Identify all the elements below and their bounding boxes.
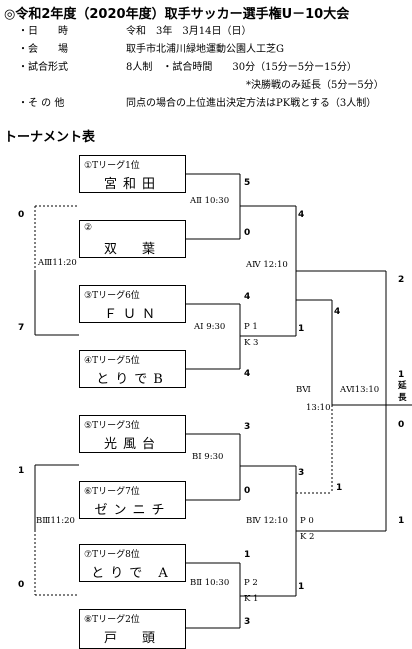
match-label-b3: BⅢ11:20 bbox=[36, 516, 75, 526]
team-rank: ⑤Tリーグ3位 bbox=[84, 421, 140, 431]
match-label-b4-k: K 2 bbox=[300, 532, 315, 542]
info-key: ・日 時 bbox=[18, 26, 68, 37]
score-b3-bottom: 0 bbox=[18, 580, 25, 590]
final-extension-label: 延長 bbox=[398, 381, 407, 403]
score-a2-winner: 4 bbox=[298, 210, 305, 220]
info-value: 取手市北浦川緑地運動公園人工芝G bbox=[126, 44, 284, 55]
team-rank: ④Tリーグ5位 bbox=[84, 356, 140, 366]
score-a3-top: 0 bbox=[18, 210, 25, 220]
team-name: ゼンニチ bbox=[94, 503, 171, 518]
team-box-7: ⑦Tリーグ8位 とりで A bbox=[79, 544, 186, 582]
match-label-a3: AⅢ11:20 bbox=[38, 258, 77, 268]
section-title: トーナメント表 bbox=[4, 130, 96, 145]
match-label-b2-k: K 1 bbox=[244, 594, 259, 604]
team-rank: ⑦Tリーグ8位 bbox=[84, 550, 140, 560]
score-a3-bottom: 7 bbox=[18, 323, 25, 333]
team-name: とりでB bbox=[96, 372, 169, 387]
info-value: 同点の場合の上位進出決定方法はPK戦とする（3人制） bbox=[126, 98, 377, 109]
team-box-6: ⑥Tリーグ7位 ゼンニチ bbox=[79, 481, 186, 519]
score-team-2: 0 bbox=[244, 228, 251, 238]
match-label-a1-k: K 3 bbox=[244, 338, 259, 348]
team-box-8: ⑧Tリーグ2位 戸 頭 bbox=[79, 609, 186, 649]
team-box-3: ③Tリーグ6位 ＦＵＮ bbox=[79, 285, 186, 323]
info-value: *決勝戦のみ延長（5分ー5分） bbox=[126, 80, 384, 91]
match-label-b2-pk: P 2 bbox=[244, 578, 258, 588]
team-box-4: ④Tリーグ5位 とりでB bbox=[79, 350, 186, 388]
score-b3-top: 1 bbox=[18, 466, 25, 476]
match-label-a1: AⅠ 9:30 bbox=[194, 322, 226, 332]
score-team-6: 0 bbox=[244, 486, 251, 496]
team-box-2: ② 双 葉 bbox=[79, 220, 186, 258]
team-name: とりで A bbox=[91, 566, 174, 581]
score-team-4: 4 bbox=[244, 369, 251, 379]
match-label-a1-pk: P 1 bbox=[244, 322, 258, 332]
score-final-bottom: 0 bbox=[398, 420, 405, 430]
score-team-5: 3 bbox=[244, 422, 251, 432]
info-key: ・会 場 bbox=[18, 44, 68, 55]
team-name: 宮和田 bbox=[103, 177, 161, 192]
score-b1-winner: 3 bbox=[298, 468, 305, 478]
match-label-a2: AⅡ 10:30 bbox=[190, 196, 230, 206]
info-key: ・そ の 他 bbox=[18, 98, 65, 109]
score-team-7: 1 bbox=[244, 550, 251, 560]
team-box-1: ①Tリーグ1位 宮和田 bbox=[79, 155, 186, 193]
team-rank: ② bbox=[84, 223, 93, 233]
info-value: 8人制 ・試合時間 30分（15分ー5分ー15分） bbox=[126, 62, 357, 73]
team-name: ＦＵＮ bbox=[103, 307, 161, 322]
score-b2-winner: 1 bbox=[298, 582, 305, 592]
match-label-a4: AⅣ 12:10 bbox=[246, 260, 288, 270]
team-rank: ①Tリーグ1位 bbox=[84, 161, 140, 171]
team-name: 双 葉 bbox=[103, 242, 161, 257]
info-key: ・試合形式 bbox=[18, 62, 68, 73]
match-label-b6-time: 13:10 bbox=[306, 403, 331, 413]
match-label-b1: BⅠ 9:30 bbox=[192, 452, 224, 462]
score-team-3: 4 bbox=[244, 292, 251, 302]
score-team-8: 3 bbox=[244, 617, 251, 627]
team-name: 戸 頭 bbox=[103, 631, 161, 646]
match-label-b2: BⅡ 10:30 bbox=[190, 578, 230, 588]
score-team-1: 5 bbox=[244, 178, 251, 188]
score-a1-winner: 1 bbox=[298, 324, 305, 334]
team-rank: ⑥Tリーグ7位 bbox=[84, 487, 140, 497]
team-name: 光風台 bbox=[103, 437, 161, 452]
score-b4-right: 1 bbox=[398, 516, 405, 526]
score-a4-winner: 4 bbox=[334, 307, 341, 317]
score-a4-right: 2 bbox=[398, 275, 405, 285]
score-final-top: 1 bbox=[398, 370, 405, 380]
match-label-b4-pk: P 0 bbox=[300, 516, 314, 526]
team-box-5: ⑤Tリーグ3位 光風台 bbox=[79, 415, 186, 453]
team-rank: ⑧Tリーグ2位 bbox=[84, 615, 140, 625]
score-b6-left: 1 bbox=[336, 483, 343, 493]
info-value: 令和 3年 3月14日（日） bbox=[126, 26, 252, 37]
match-label-a6: AⅥ13:10 bbox=[340, 385, 380, 395]
team-rank: ③Tリーグ6位 bbox=[84, 291, 140, 301]
match-label-b4: BⅣ 12:10 bbox=[246, 516, 288, 526]
page-title: ◎令和2年度（2020年度）取手サッカー選手権U－10大会 bbox=[4, 7, 350, 22]
match-label-b6: BⅥ bbox=[296, 385, 311, 395]
